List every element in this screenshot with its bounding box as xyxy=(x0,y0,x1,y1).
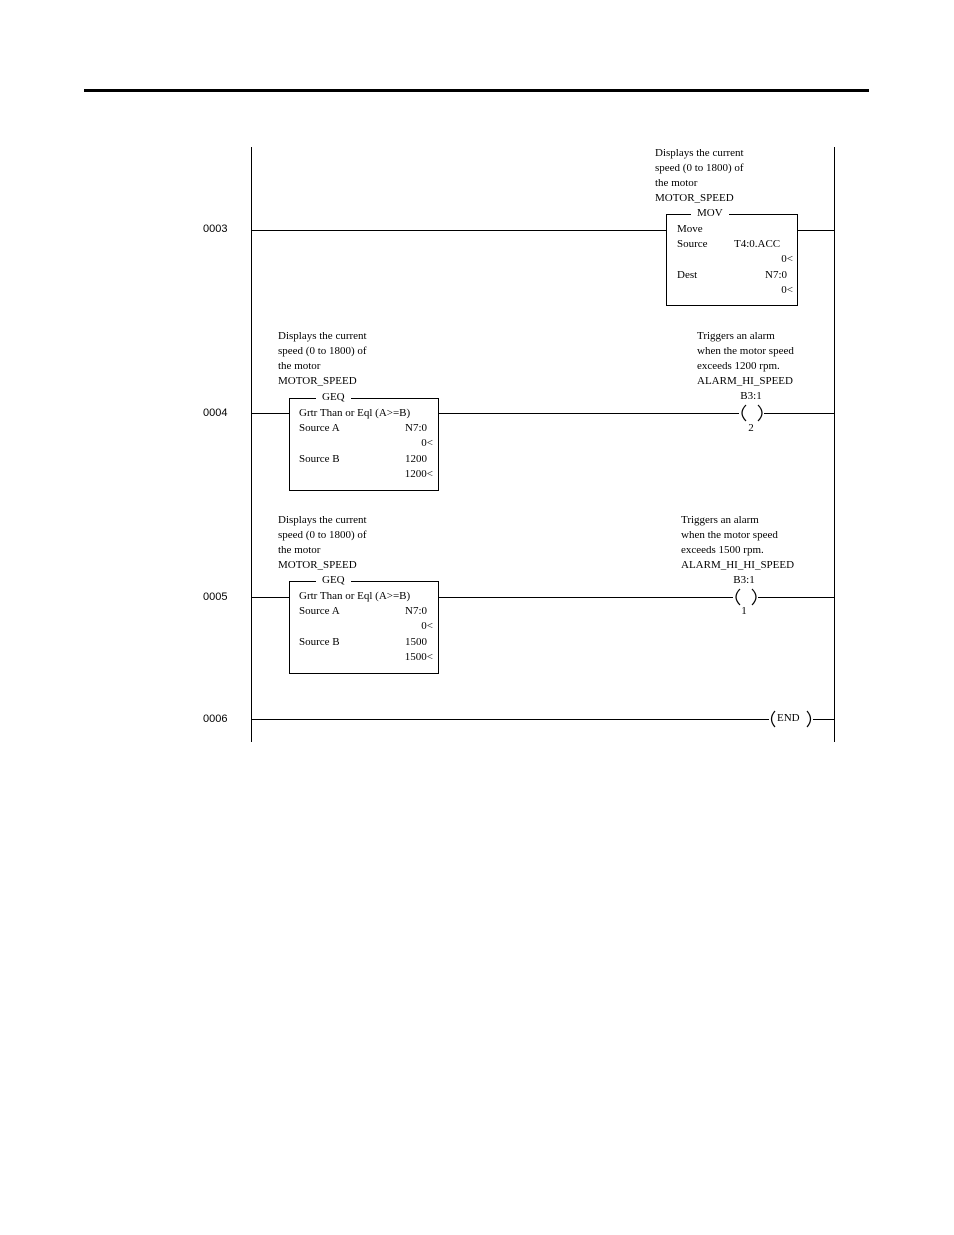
source-label: Source xyxy=(677,238,708,250)
instruction-description: Grtr Than or Eql (A>=B) xyxy=(299,407,411,419)
comment-line: the motor xyxy=(655,177,698,189)
source-address: T4:0.ACC xyxy=(734,238,781,250)
rung-0004-wire-right xyxy=(764,413,835,414)
header-rule xyxy=(84,89,869,92)
comment-line: the motor xyxy=(278,360,321,372)
geq-instruction-block[interactable]: GEQ Grtr Than or Eql (A>=B) Source A N7:… xyxy=(289,573,439,674)
end-bracket-icon xyxy=(770,710,812,728)
rung-0004-wire-left xyxy=(251,413,290,414)
comment-line: when the motor speed xyxy=(697,345,794,357)
output-coil-icon[interactable] xyxy=(737,404,767,422)
source-b-label: Source B xyxy=(299,453,340,465)
instruction-mnemonic: MOV xyxy=(691,206,729,221)
dest-address: N7:0 xyxy=(765,269,787,281)
comment-line: exceeds 1200 rpm. xyxy=(697,360,780,372)
geq-instruction-block[interactable]: GEQ Grtr Than or Eql (A>=B) Source A N7:… xyxy=(289,390,439,491)
source-b-live-value: 1500< xyxy=(404,651,433,663)
source-a-live-value: 0< xyxy=(421,620,433,632)
coil-bit-number: 2 xyxy=(748,422,754,434)
instruction-description: Move xyxy=(677,223,703,235)
rung-0003-wire-right xyxy=(797,230,835,231)
instruction-description: Grtr Than or Eql (A>=B) xyxy=(299,590,411,602)
coil-bit-number: 1 xyxy=(741,605,747,617)
source-b-value: 1200 xyxy=(405,453,427,465)
rung-0006-wire-left xyxy=(251,719,769,720)
rung-number-0005: 0005 xyxy=(203,591,228,603)
left-power-rail xyxy=(251,147,252,742)
comment-line: Triggers an alarm xyxy=(681,514,759,526)
comment-line: ALARM_HI_HI_SPEED xyxy=(681,559,795,571)
rung-0003-wire-left xyxy=(251,230,667,231)
source-live-value: 0< xyxy=(781,253,793,265)
dest-label: Dest xyxy=(677,269,698,281)
comment-line: Displays the current xyxy=(655,147,744,159)
right-power-rail xyxy=(834,147,835,742)
source-b-value: 1500 xyxy=(405,636,427,648)
comment-line: MOTOR_SPEED xyxy=(655,192,734,204)
rung-number-0003: 0003 xyxy=(203,223,228,235)
rung-number-0006: 0006 xyxy=(203,713,228,725)
rung-0005-wire-left xyxy=(251,597,290,598)
coil-address: B3:1 xyxy=(733,574,755,586)
comment-line: Displays the current xyxy=(278,514,367,526)
comment-line: MOTOR_SPEED xyxy=(278,375,357,387)
rung-0005-wire-right xyxy=(758,597,835,598)
comment-line: the motor xyxy=(278,544,321,556)
rung-0006-wire-right xyxy=(813,719,835,720)
comment-line: speed (0 to 1800) of xyxy=(278,345,367,357)
comment-line: ALARM_HI_SPEED xyxy=(697,375,793,387)
coil-address: B3:1 xyxy=(740,390,762,402)
comment-line: MOTOR_SPEED xyxy=(278,559,357,571)
comment-line: speed (0 to 1800) of xyxy=(278,529,367,541)
source-a-label: Source A xyxy=(299,422,340,434)
instruction-mnemonic: GEQ xyxy=(316,573,351,588)
comment-line: speed (0 to 1800) of xyxy=(655,162,744,174)
source-a-address: N7:0 xyxy=(405,605,427,617)
source-a-live-value: 0< xyxy=(421,437,433,449)
comment-line: exceeds 1500 rpm. xyxy=(681,544,764,556)
source-b-label: Source B xyxy=(299,636,340,648)
source-b-live-value: 1200< xyxy=(404,468,433,480)
rung-0004-wire-mid xyxy=(438,413,739,414)
source-a-address: N7:0 xyxy=(405,422,427,434)
rung-0005-wire-mid xyxy=(438,597,733,598)
mov-instruction-block[interactable]: MOV Move Source T4:0.ACC 0< Dest N7:0 0< xyxy=(666,206,798,306)
instruction-mnemonic: GEQ xyxy=(316,390,351,405)
comment-line: when the motor speed xyxy=(681,529,778,541)
dest-live-value: 0< xyxy=(781,284,793,296)
rung-number-0004: 0004 xyxy=(203,407,228,419)
comment-line: Triggers an alarm xyxy=(697,330,775,342)
comment-line: Displays the current xyxy=(278,330,367,342)
output-coil-icon[interactable] xyxy=(731,588,761,606)
end-instruction-label: END xyxy=(777,712,800,724)
source-a-label: Source A xyxy=(299,605,340,617)
